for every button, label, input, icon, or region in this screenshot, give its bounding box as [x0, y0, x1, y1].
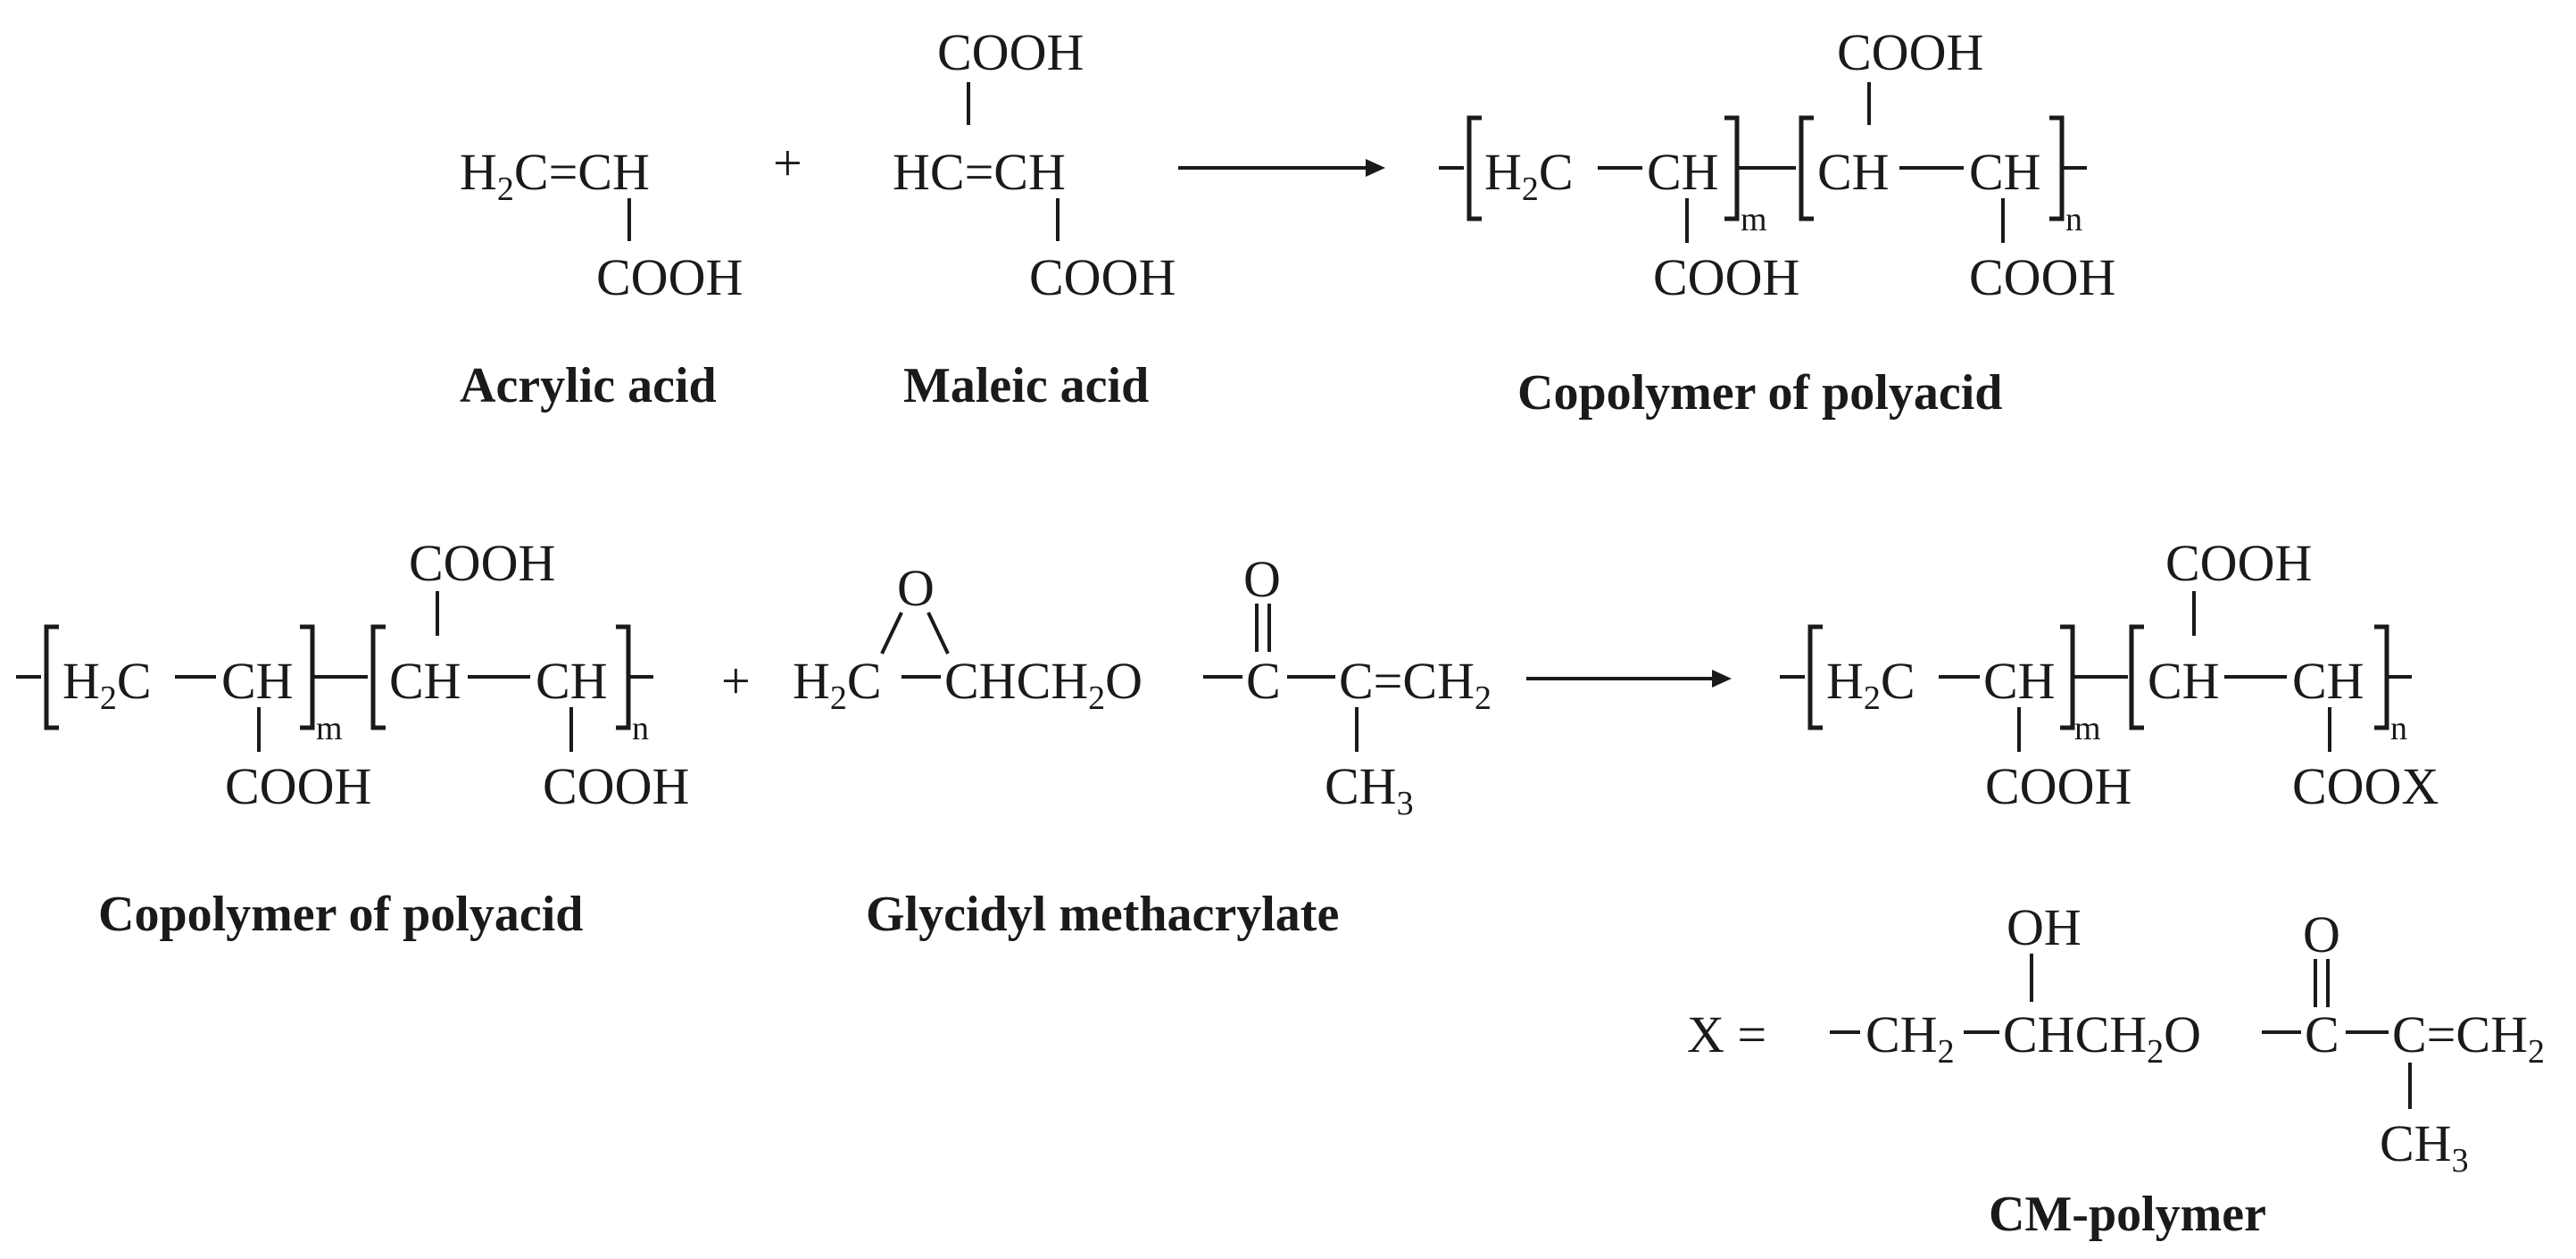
svg-text:CHCH2O: CHCH2O — [2003, 1005, 2201, 1071]
plus-sign-2: + — [721, 652, 751, 710]
copolymer1-cooh-a: COOH — [1653, 248, 1799, 306]
svg-text:H2C: H2C — [62, 652, 152, 717]
copolymer2-m: m — [316, 710, 343, 747]
cm-coox: COOX — [2292, 757, 2439, 815]
svg-text:H2C: H2C — [1484, 143, 1574, 208]
copolymer2-ch-b: CH — [389, 652, 461, 710]
copolymer1-ch-b: CH — [1817, 143, 1890, 201]
maleic-hc-ch: HC=CH — [893, 143, 1066, 201]
copolymer2-ch-a: CH — [221, 652, 294, 710]
copolymer1-ch-c: CH — [1969, 143, 2041, 201]
reaction-arrow-2 — [1526, 670, 1732, 688]
copolymer2-cooh-top: COOH — [409, 534, 555, 592]
label-copolymer-1: Copolymer of polyacid — [1517, 365, 2002, 421]
copolymer-structure-2: H2C CH m COOH CH COOH CH COOH n — [16, 534, 689, 815]
label-copolymer-2: Copolymer of polyacid — [98, 887, 583, 942]
svg-text:CHCH2O: CHCH2O — [944, 652, 1143, 717]
copolymer2-ch-c: CH — [536, 652, 608, 710]
cm-cooh-top: COOH — [2165, 534, 2312, 592]
acrylic-cooh: COOH — [596, 248, 743, 306]
label-cm-polymer: CM-polymer — [1989, 1187, 2266, 1242]
label-maleic-acid: Maleic acid — [903, 358, 1149, 413]
copolymer1-n: n — [2065, 201, 2082, 238]
acrylic-acid-structure: H2C=CH COOH — [460, 143, 743, 306]
label-glycidyl-methacrylate: Glycidyl methacrylate — [866, 887, 1339, 942]
svg-text:C=CH2: C=CH2 — [1339, 652, 1492, 717]
copolymer2-n: n — [632, 710, 649, 747]
svg-text:C=CH2: C=CH2 — [2392, 1005, 2545, 1071]
gma-epoxide-o: O — [897, 559, 935, 617]
plus-sign-1: + — [773, 134, 802, 192]
maleic-acid-structure: COOH HC=CH COOH — [893, 23, 1176, 306]
x-carbonyl-c: C — [2305, 1005, 2339, 1063]
reaction-arrow-1 — [1178, 159, 1385, 177]
copolymer1-cooh-b: COOH — [1969, 248, 2115, 306]
copolymer1-m: m — [1741, 201, 1767, 238]
copolymer1-ch-a: CH — [1647, 143, 1719, 201]
x-oh: OH — [2007, 898, 2082, 956]
cm-ch-a: CH — [1983, 652, 2056, 710]
maleic-bottom-cooh: COOH — [1029, 248, 1176, 306]
maleic-top-cooh: COOH — [937, 23, 1084, 81]
copolymer2-cooh-a: COOH — [225, 757, 371, 815]
x-carbonyl-o: O — [2303, 905, 2340, 963]
copolymer-structure-1: H2C CH m COOH CH COOH CH COOH n — [1439, 23, 2115, 306]
x-equals: X = — [1687, 1005, 1766, 1063]
cm-cooh-a: COOH — [1985, 757, 2131, 815]
svg-text:CH3: CH3 — [2380, 1114, 2469, 1180]
cm-m: m — [2074, 710, 2101, 747]
cm-polymer-structure: H2C CH m COOH CH COOH CH COOX n — [1780, 534, 2439, 815]
x-side-chain-structure: X = CH2 CHCH2O OH C O C=CH2 CH3 — [1687, 898, 2545, 1180]
cm-ch-c: CH — [2292, 652, 2364, 710]
glycidyl-methacrylate-structure: O H2C CHCH2O C O C=CH2 CH3 — [793, 550, 1492, 822]
copolymer2-cooh-b: COOH — [543, 757, 689, 815]
copolymer1-cooh-top: COOH — [1837, 23, 1983, 81]
gma-carbonyl-c: C — [1246, 652, 1281, 710]
svg-text:H2C: H2C — [1826, 652, 1915, 717]
cm-ch-b: CH — [2148, 652, 2220, 710]
svg-text:H2C=CH: H2C=CH — [460, 143, 650, 208]
svg-text:H2C: H2C — [793, 652, 882, 717]
svg-text:CH3: CH3 — [1325, 757, 1414, 822]
svg-text:CH2: CH2 — [1866, 1005, 1955, 1071]
gma-carbonyl-o: O — [1243, 550, 1281, 608]
cm-n: n — [2390, 710, 2407, 747]
label-acrylic-acid: Acrylic acid — [460, 358, 717, 413]
